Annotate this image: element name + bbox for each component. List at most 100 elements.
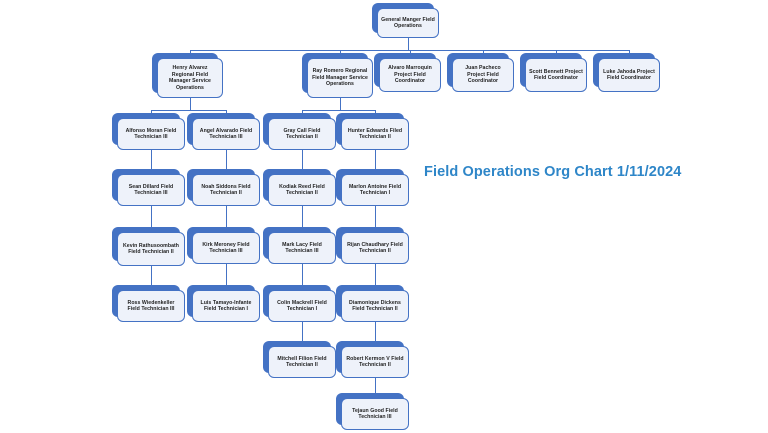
node-card[interactable]: Ray Romero Regional Field Manager Servic… [307,58,373,98]
node-label: Hunter Edwards Filed Technician II [347,127,403,141]
connector-c2-link-2 [226,206,227,232]
connector-c1-link-3 [151,266,152,290]
node-card[interactable]: Kodiak Reed Field Technician II [268,174,336,206]
org-node-c4r3[interactable]: Rijan Chaudhary Field Technician II [336,227,409,264]
node-card[interactable]: Gray Call Field Technician II [268,118,336,150]
node-card[interactable]: Kirk Meroney Field Technician III [192,232,260,264]
org-node-c2r2[interactable]: Noah Siddons Field Technician II [187,169,260,206]
node-card[interactable]: Alvaro Marroquin Project Field Coordinat… [379,58,441,92]
node-card[interactable]: Tejaun Good Field Technician III [341,398,409,430]
node-card[interactable]: Mitchell Filion Field Technician II [268,346,336,378]
chart-title: Field Operations Org Chart 1/11/2024 [424,164,682,180]
node-label: Rijan Chaudhary Field Technician II [347,241,403,255]
org-node-r2c[interactable]: Alvaro Marroquin Project Field Coordinat… [374,53,441,92]
node-label: General Manger Field Operations [381,16,435,30]
org-node-c3r1[interactable]: Gray Call Field Technician II [263,113,336,150]
node-card[interactable]: Kevin Rathusoombath Field Technician II [117,232,185,266]
node-card[interactable]: Diamonique Dickens Field Technician II [341,290,409,322]
org-node-r2a[interactable]: Henry Alvarez Regional Field Manager Ser… [152,53,223,98]
node-card[interactable]: Angel Alvarado Field Technician III [192,118,260,150]
node-card[interactable]: Alfonso Moran Field Technician III [117,118,185,150]
node-label: Scott Bennett Project Field Coordinator [529,68,583,82]
connector-c4-link-4 [375,322,376,346]
org-node-r2f[interactable]: Luke Jahoda Project Field Coordinator [593,53,660,92]
node-label: Juan Pacheco Project Field Coordinator [465,65,501,85]
node-label: Kevin Rathusoombath Field Technician II [123,242,179,256]
org-node-r2e[interactable]: Scott Bennett Project Field Coordinator [520,53,587,92]
node-label: Alfonso Moran Field Technician III [125,127,177,141]
org-node-c4r6[interactable]: Tejaun Good Field Technician III [336,393,409,430]
node-card[interactable]: Mark Lacy Field Technician III [268,232,336,264]
node-label: Colin Mackrell Field Technician I [277,299,327,313]
connector-c3-link-4 [302,322,303,346]
org-node-c1r2[interactable]: Sean Dillard Field Technician III [112,169,185,206]
node-label: Kirk Meroney Field Technician III [202,241,250,255]
node-card[interactable]: Marlon Antoine Field Technician I [341,174,409,206]
node-label: Kodiak Reed Field Technician II [279,183,325,197]
org-node-c4r4[interactable]: Diamonique Dickens Field Technician II [336,285,409,322]
connector-r2a-stem-down [190,98,191,110]
org-node-c3r3[interactable]: Mark Lacy Field Technician III [263,227,336,264]
connector-r2a-bus [151,110,226,111]
node-card[interactable]: Henry Alvarez Regional Field Manager Ser… [157,58,223,98]
connector-r2b-stem-down [340,98,341,110]
org-node-c3r2[interactable]: Kodiak Reed Field Technician II [263,169,336,206]
node-label: Gray Call Field Technician II [283,127,321,141]
node-card[interactable]: Rijan Chaudhary Field Technician II [341,232,409,264]
node-label: Noah Siddons Field Technician II [201,183,251,197]
org-node-c4r1[interactable]: Hunter Edwards Filed Technician II [336,113,409,150]
node-label: Henry Alvarez Regional Field Manager Ser… [169,65,211,91]
node-label: Luke Jahoda Project Field Coordinator [603,68,655,82]
node-card[interactable]: Colin Mackrell Field Technician I [268,290,336,322]
node-label: Mark Lacy Field Technician III [282,241,322,255]
connector-c1-link-2 [151,206,152,232]
node-card[interactable]: Luke Jahoda Project Field Coordinator [598,58,660,92]
node-label: Marlon Antoine Field Technician I [348,183,402,197]
connector-gm-bus [190,50,629,51]
org-node-c2r4[interactable]: Luis Tamayo-Infante Field Technician I [187,285,260,322]
node-label: Diamonique Dickens Field Technician II [349,299,401,313]
org-node-c4r2[interactable]: Marlon Antoine Field Technician I [336,169,409,206]
node-card[interactable]: Juan Pacheco Project Field Coordinator [452,58,514,92]
node-card[interactable]: General Manger Field Operations [377,8,439,38]
node-card[interactable]: Hunter Edwards Filed Technician II [341,118,409,150]
connector-c4-link-3 [375,264,376,290]
node-label: Ross Wiedenkeller Field Technician III [127,299,175,313]
org-node-r2d[interactable]: Juan Pacheco Project Field Coordinator [447,53,514,92]
connector-c4-link-2 [375,206,376,232]
org-node-c3r5[interactable]: Mitchell Filion Field Technician II [263,341,336,378]
node-label: Angel Alvarado Field Technician III [199,127,253,141]
node-card[interactable]: Sean Dillard Field Technician III [117,174,185,206]
node-label: Alvaro Marroquin Project Field Coordinat… [388,65,432,85]
org-node-c1r4[interactable]: Ross Wiedenkeller Field Technician III [112,285,185,322]
org-node-c2r3[interactable]: Kirk Meroney Field Technician III [187,227,260,264]
node-label: Mitchell Filion Field Technician II [277,355,327,369]
org-node-c1r3[interactable]: Kevin Rathusoombath Field Technician II [112,227,185,266]
node-label: Sean Dillard Field Technician III [128,183,174,197]
org-node-r2b[interactable]: Ray Romero Regional Field Manager Servic… [302,53,373,98]
node-card[interactable]: Robert Kermon V Field Technician II [341,346,409,378]
connector-c4-link-1 [375,150,376,174]
org-node-c2r1[interactable]: Angel Alvarado Field Technician III [187,113,260,150]
node-card[interactable]: Luis Tamayo-Infante Field Technician I [192,290,260,322]
connector-gm-stem-down [408,38,409,50]
connector-c2-link-1 [226,150,227,174]
connector-c3-link-3 [302,264,303,290]
node-card[interactable]: Scott Bennett Project Field Coordinator [525,58,587,92]
connector-c3-link-1 [302,150,303,174]
connector-c4-link-5 [375,378,376,398]
node-label: Luis Tamayo-Infante Field Technician I [200,299,252,313]
node-label: Ray Romero Regional Field Manager Servic… [312,68,368,88]
connector-r2b-bus [302,110,375,111]
org-node-c3r4[interactable]: Colin Mackrell Field Technician I [263,285,336,322]
node-card[interactable]: Ross Wiedenkeller Field Technician III [117,290,185,322]
connector-c1-link-1 [151,150,152,174]
org-node-c4r5[interactable]: Robert Kermon V Field Technician II [336,341,409,378]
connector-c2-link-3 [226,264,227,290]
node-card[interactable]: Noah Siddons Field Technician II [192,174,260,206]
org-node-gm[interactable]: General Manger Field Operations [372,3,439,38]
node-label: Robert Kermon V Field Technician II [346,355,404,369]
node-label: Tejaun Good Field Technician III [352,407,398,421]
org-node-c1r1[interactable]: Alfonso Moran Field Technician III [112,113,185,150]
